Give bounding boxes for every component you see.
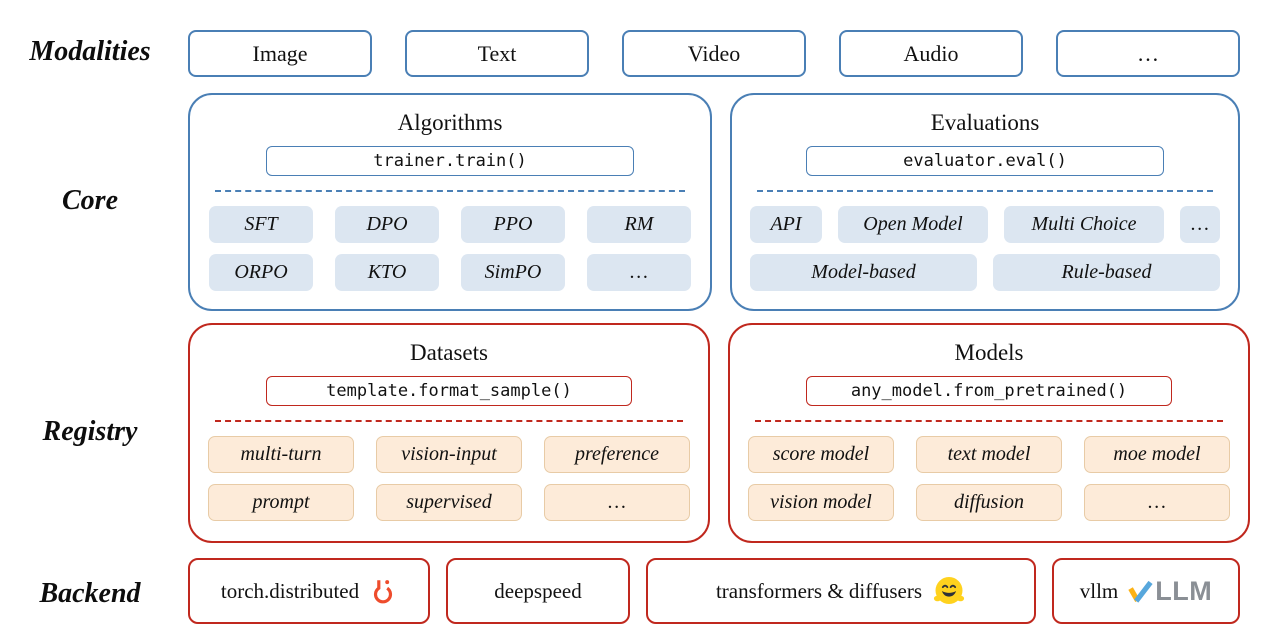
torch-distributed-label: torch.distributed [220,578,360,603]
vllm-label: vllm [1079,578,1119,603]
dashed-divider [757,190,1213,192]
models-panel: Models any_model.from_pretrained() score… [728,323,1250,543]
backend-box-torch-distributed: torch.distributed [188,558,430,624]
backend-box-deepspeed: deepspeed [446,558,630,624]
evaluations-panel: Evaluations evaluator.eval() API Open Mo… [730,93,1240,311]
dataset-chip-vision-input: vision-input [376,436,522,473]
model-chip-vision-model: vision model [748,484,894,521]
registry-row-label: Registry [42,416,138,447]
deepspeed-label: deepspeed [494,578,582,603]
dataset-chip-supervised: supervised [376,484,522,521]
modality-box-more: … [1056,30,1240,77]
evaluations-chip-row-1: API Open Model Multi Choice … [750,206,1220,243]
algorithm-chip-simpo: SimPO [461,254,565,291]
algorithm-chip-dpo: DPO [335,206,439,243]
datasets-title: Datasets [410,340,488,365]
algorithm-chip-ppo: PPO [461,206,565,243]
evaluation-chip-rule-based: Rule-based [993,254,1220,291]
evaluation-chip-open-model: Open Model [838,206,988,243]
format-sample-code: template.format_sample() [265,376,633,406]
dataset-chip-multi-turn: multi-turn [208,436,354,473]
vllm-logo-text: LLM [1155,575,1213,606]
dataset-chip-more: … [544,484,690,521]
modality-box-text: Text [405,30,589,77]
models-title: Models [954,340,1024,365]
dashed-divider [215,420,683,422]
registry-section: Datasets template.format_sample() multi-… [188,323,1250,543]
model-chip-more: … [1084,484,1230,521]
algorithms-title: Algorithms [397,110,503,135]
modalities-row-label: Modalities [29,36,151,67]
evaluator-eval-code: evaluator.eval() [806,146,1164,176]
algorithm-chip-sft: SFT [209,206,313,243]
core-row-label: Core [62,185,118,216]
algorithms-chip-grid: SFT DPO PPO RM ORPO KTO SimPO … [209,206,691,291]
evaluations-chip-row-2: Model-based Rule-based [750,254,1220,291]
model-chip-moe-model: moe model [1084,436,1230,473]
modality-box-image: Image [188,30,372,77]
algorithms-panel: Algorithms trainer.train() SFT DPO PPO R… [188,93,712,311]
evaluation-chip-api: API [750,206,822,243]
backend-box-transformers-diffusers: transformers & diffusers [646,558,1036,624]
modality-box-audio: Audio [839,30,1023,77]
backend-box-vllm: vllm LLM [1052,558,1240,624]
dashed-divider [215,190,685,192]
model-chip-score-model: score model [748,436,894,473]
core-section: Algorithms trainer.train() SFT DPO PPO R… [188,93,1240,311]
evaluation-chip-multi-choice: Multi Choice [1004,206,1164,243]
datasets-panel: Datasets template.format_sample() multi-… [188,323,710,543]
vllm-check-icon [1128,579,1154,605]
datasets-chip-grid: multi-turn vision-input preference promp… [208,436,690,521]
modality-box-video: Video [622,30,806,77]
evaluations-chip-rows: API Open Model Multi Choice … Model-base… [750,206,1220,291]
algorithm-chip-kto: KTO [335,254,439,291]
evaluation-chip-more: … [1180,206,1220,243]
evaluations-title: Evaluations [930,110,1040,135]
backend-row-label: Backend [39,578,141,609]
hugging-face-icon [932,574,966,608]
pytorch-flame-icon [369,575,397,607]
trainer-train-code: trainer.train() [266,146,634,176]
model-chip-diffusion: diffusion [916,484,1062,521]
dataset-chip-prompt: prompt [208,484,354,521]
dataset-chip-preference: preference [544,436,690,473]
algorithm-chip-rm: RM [587,206,691,243]
model-chip-text-model: text model [916,436,1062,473]
transformers-diffusers-label: transformers & diffusers [715,578,923,603]
algorithm-chip-orpo: ORPO [209,254,313,291]
evaluation-chip-model-based: Model-based [750,254,977,291]
models-chip-grid: score model text model moe model vision … [748,436,1230,521]
dashed-divider [755,420,1223,422]
vllm-logo: LLM [1128,575,1213,606]
from-pretrained-code: any_model.from_pretrained() [805,376,1173,406]
backend-section: torch.distributed deepspeed transformers… [188,558,1240,624]
modalities-row: Image Text Video Audio … [188,30,1240,77]
algorithm-chip-more: … [587,254,691,291]
